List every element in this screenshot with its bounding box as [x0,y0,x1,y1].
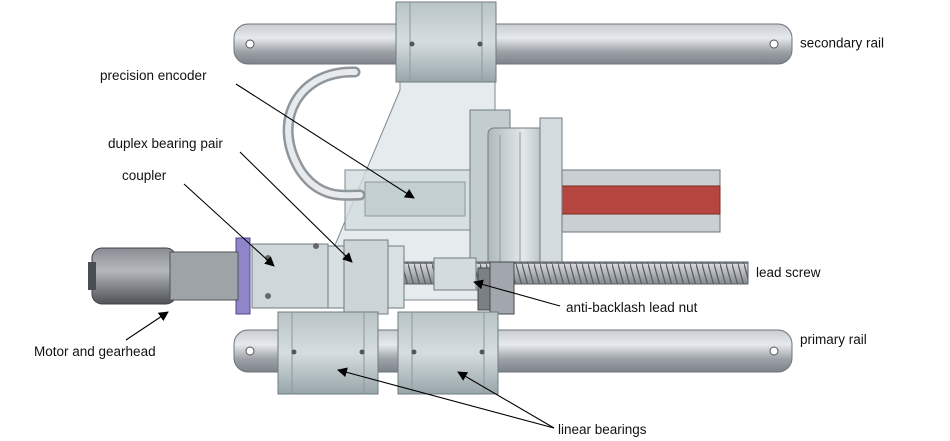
label-secondary-rail: secondary rail [800,36,884,51]
coupler-body [251,243,329,309]
label-primary-rail: primary rail [800,332,867,347]
arrow-anti-backlash-lead-nut [473,279,561,307]
arrow-motor-and-gearhead [125,311,169,341]
arrow-linear-bearings-left [337,367,555,429]
label-linear-bearings: linear bearings [558,422,647,437]
label-coupler: coupler [122,168,167,183]
arrow-coupler [183,183,275,267]
lower-linear-bearing-left [277,311,379,395]
encoder-cable [282,66,366,201]
secondary-rail-shaft [233,23,793,65]
arrow-precision-encoder [235,83,415,199]
linear-stage-bar [559,169,721,233]
arrow-linear-bearings-right [457,371,555,429]
lead-nut-assembly [433,257,515,315]
leader-arrows [125,83,561,429]
lower-linear-bearing-right [397,311,499,395]
duplex-bearing-block [325,239,405,315]
label-lead-screw: lead screw [756,265,821,280]
label-precision-encoder: precision encoder [100,68,207,83]
encoder-disc [469,109,563,291]
label-anti-backlash-lead-nut: anti-backlash lead nut [566,300,698,315]
arrow-duplex-bearing-pair [239,151,353,263]
upper-linear-bearing [395,1,497,83]
label-motor-and-gearhead: Motor and gearhead [34,344,156,359]
motor-gearhead [88,247,239,305]
label-duplex-bearing-pair: duplex bearing pair [108,136,223,151]
